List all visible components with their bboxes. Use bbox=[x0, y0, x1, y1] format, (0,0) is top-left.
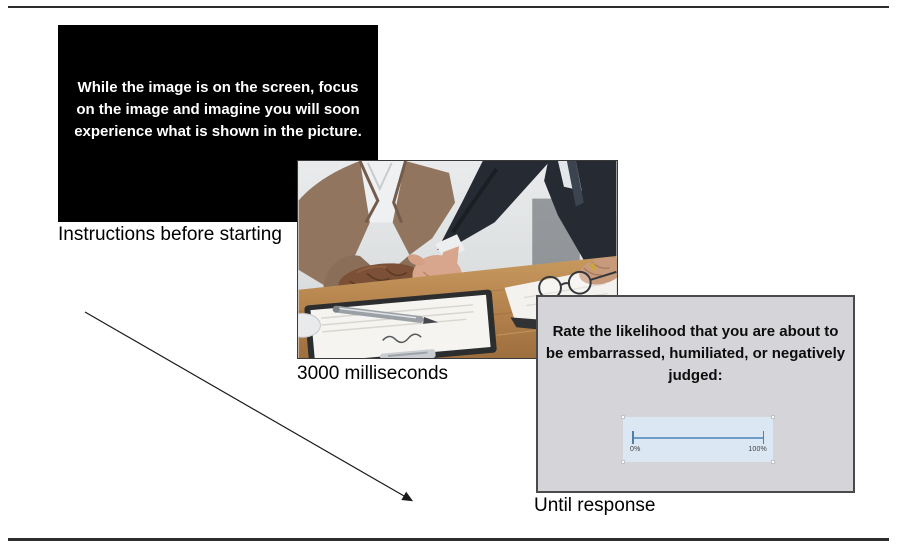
stimulus-caption: 3000 milliseconds bbox=[297, 363, 449, 384]
slider-selection-handle bbox=[771, 415, 775, 419]
slider-selection-handle bbox=[621, 415, 625, 419]
slider-max-label: 100% bbox=[748, 446, 767, 453]
instruction-screen-panel: While the image is on the screen, focus … bbox=[58, 25, 378, 222]
slider-tick-min bbox=[632, 431, 634, 444]
person-right-torso bbox=[544, 161, 617, 278]
stimulus-photo-illustration bbox=[298, 161, 617, 358]
instruction-text: While the image is on the screen, focus … bbox=[74, 79, 362, 140]
figure-bottom-rule bbox=[8, 538, 889, 541]
slider-selection-handle bbox=[621, 460, 625, 464]
slider-line bbox=[632, 437, 764, 439]
pen bbox=[332, 305, 439, 324]
stimulus-photo bbox=[297, 160, 618, 359]
slider-tick-max bbox=[762, 431, 764, 444]
background-object bbox=[298, 312, 321, 338]
eyeglasses bbox=[538, 270, 617, 300]
flow-arrow bbox=[84, 311, 414, 502]
rating-screen-panel: Rate the likelihood that you are about t… bbox=[536, 295, 855, 493]
figure-top-rule bbox=[8, 6, 889, 8]
likelihood-slider: 0% 100% bbox=[621, 415, 775, 464]
rating-screen-caption: Until response bbox=[534, 495, 656, 516]
slider-track bbox=[632, 431, 764, 444]
instruction-screen-caption: Instructions before starting bbox=[58, 224, 282, 245]
rating-question: Rate the likelihood that you are about t… bbox=[545, 323, 846, 384]
slider-min-label: 0% bbox=[630, 446, 641, 453]
slider-selection-handle bbox=[771, 460, 775, 464]
